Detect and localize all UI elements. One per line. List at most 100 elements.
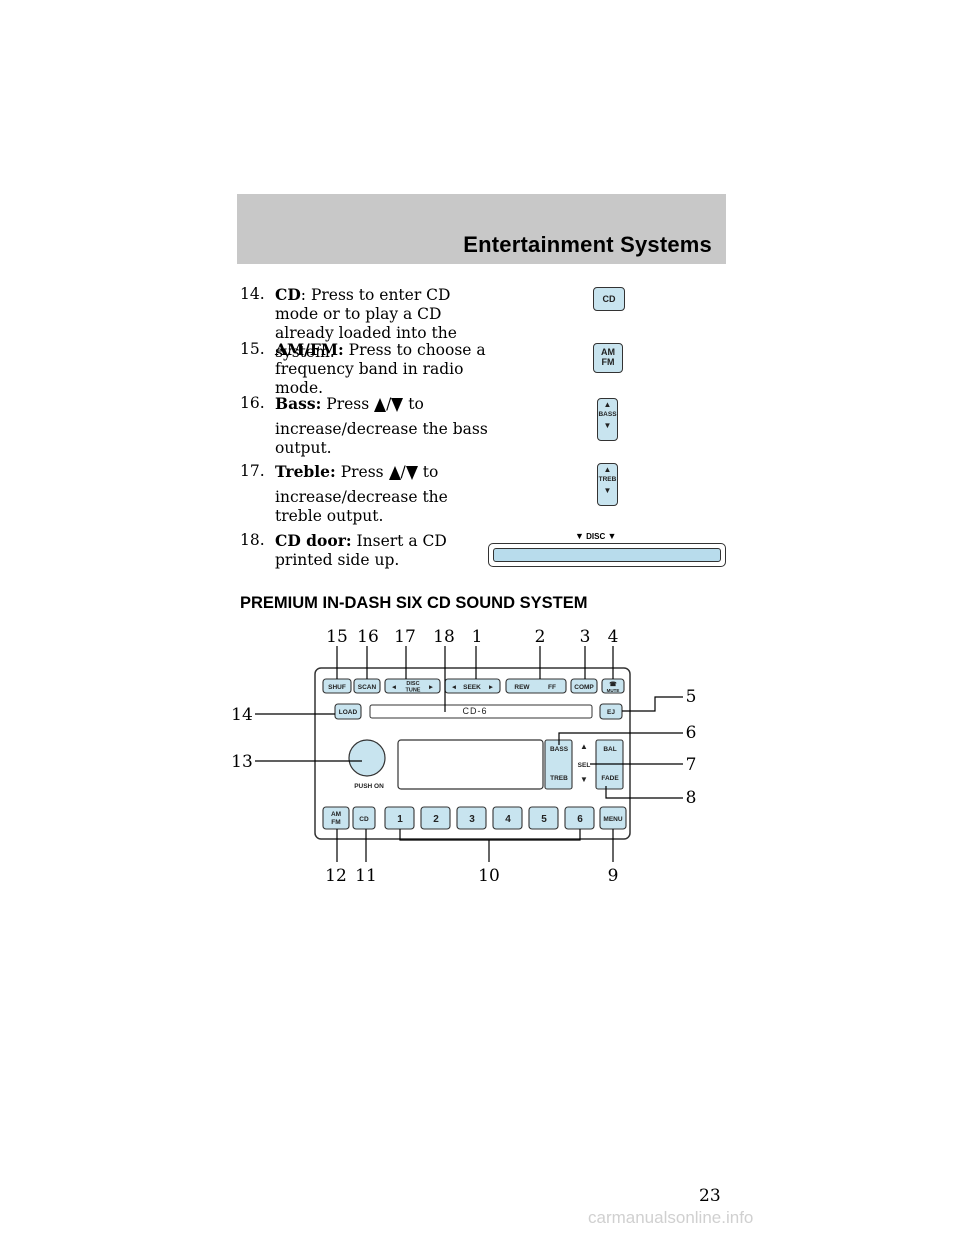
- item-text: increase/decrease the treble output.: [275, 488, 448, 525]
- svg-text:FM: FM: [331, 819, 340, 826]
- svg-text:SHUF: SHUF: [328, 684, 346, 691]
- callout-12: 12: [325, 866, 347, 886]
- item-18: 18. CD door: Insert a CD printed side up…: [240, 531, 490, 570]
- svg-text:►: ►: [428, 684, 434, 691]
- svg-text:FF: FF: [548, 684, 556, 691]
- svg-text:►: ►: [488, 684, 494, 691]
- item-label: CD door:: [275, 531, 352, 550]
- svg-text:4: 4: [505, 814, 511, 825]
- svg-text:SEEK: SEEK: [463, 684, 481, 691]
- radio-diagram: .bt { font-family:"Liberation Sans", san…: [231, 627, 697, 886]
- svg-text:LOAD: LOAD: [339, 709, 358, 716]
- watermark[interactable]: carmanualsonline.info: [588, 1208, 754, 1227]
- svg-text:▲: ▲: [580, 742, 588, 751]
- preset-5-button: [528, 806, 559, 830]
- section-title-header: Entertainment Systems: [463, 232, 712, 257]
- svg-text:DISC: DISC: [406, 681, 419, 687]
- callout-6: 6: [686, 723, 697, 743]
- comp-button: [570, 678, 598, 694]
- callout-14: 14: [231, 705, 253, 725]
- callout-2: 2: [535, 627, 546, 647]
- svg-text:EJ: EJ: [607, 709, 615, 716]
- item-number: 17.: [240, 462, 265, 480]
- item-16: 16. Bass: Press / to increase/decrease t…: [240, 394, 490, 458]
- callout-13: 13: [231, 752, 253, 772]
- cd-slot: [369, 704, 593, 719]
- item-text: increase/decrease the bass output.: [275, 420, 488, 457]
- callout-11: 11: [355, 866, 377, 886]
- callout-15: 15: [326, 627, 348, 647]
- item-number: 16.: [240, 394, 265, 412]
- svg-text:◄: ◄: [391, 684, 397, 691]
- svg-text:1: 1: [397, 814, 403, 825]
- svg-text:MUTE: MUTE: [607, 688, 620, 693]
- disc-label: ▼ DISC ▼: [575, 531, 617, 541]
- down-arrow-icon: [405, 466, 418, 480]
- svg-text:SCAN: SCAN: [358, 684, 377, 691]
- svg-text:PUSH ON: PUSH ON: [354, 783, 384, 790]
- callout-3: 3: [580, 627, 591, 647]
- bass-button-icon: ▲BASS▼: [597, 398, 618, 441]
- svg-text:SEL: SEL: [578, 762, 591, 769]
- svg-text:▼: ▼: [580, 775, 588, 784]
- callout-10: 10: [478, 866, 500, 886]
- up-arrow-icon: [374, 398, 387, 412]
- section-header: Entertainment Systems: [237, 194, 726, 264]
- svg-text:FADE: FADE: [601, 775, 619, 782]
- svg-text:2: 2: [433, 814, 439, 825]
- callout-9: 9: [608, 866, 619, 886]
- cd-mode-button: [352, 806, 376, 830]
- display-screen: [397, 739, 544, 790]
- svg-text:3: 3: [469, 814, 475, 825]
- svg-text:CD: CD: [359, 816, 369, 823]
- rew-ff-button: [505, 678, 567, 694]
- load-button: [334, 703, 362, 720]
- power-volume-knob: [348, 739, 386, 777]
- svg-text:◄: ◄: [451, 684, 457, 691]
- preset-3-button: [456, 806, 487, 830]
- svg-text:TUNE: TUNE: [406, 688, 421, 694]
- callout-17: 17: [394, 627, 416, 647]
- item-14: 14. CD: Press to enter CD mode or to pla…: [240, 285, 457, 361]
- svg-text:☎: ☎: [609, 681, 617, 688]
- callout-16: 16: [357, 627, 379, 647]
- cd-button-icon: CD: [593, 287, 625, 311]
- item-15: 15. AM/FM: Press to choose a frequency b…: [240, 340, 490, 398]
- section-title: PREMIUM IN-DASH SIX CD SOUND SYSTEM: [240, 594, 588, 612]
- callout-5: 5: [686, 687, 697, 707]
- svg-text:COMP: COMP: [574, 684, 594, 691]
- disc-tune-button: [384, 678, 441, 694]
- item-17: 17. Treble: Press / to increase/decrease…: [240, 462, 490, 526]
- item-number: 18.: [240, 531, 265, 549]
- item-text: Insert a CD printed side up.: [275, 532, 447, 569]
- svg-text:REW: REW: [514, 684, 530, 691]
- item-number: 14.: [240, 285, 265, 303]
- callout-4: 4: [608, 627, 619, 647]
- page-number: 23: [699, 1186, 721, 1206]
- svg-text:6: 6: [577, 814, 583, 825]
- item-label: AM/FM:: [275, 340, 344, 359]
- up-arrow-icon: [388, 466, 401, 480]
- preset-4-button: [492, 806, 523, 830]
- item-text: Press to choose a frequency band in radi…: [275, 341, 486, 397]
- item-label: Bass:: [275, 394, 322, 413]
- item-text: Press to enter CD mode or to play a CD a…: [275, 286, 457, 361]
- item-label: CD: [275, 285, 301, 304]
- down-arrow-icon: [391, 398, 404, 412]
- am-fm-button: [322, 806, 350, 830]
- svg-text:BAL: BAL: [603, 746, 616, 753]
- item-number: 15.: [240, 340, 265, 358]
- svg-text:BASS: BASS: [550, 746, 569, 753]
- callout-18: 18: [433, 627, 455, 647]
- callout-1: 1: [472, 627, 483, 647]
- svg-text:MENU: MENU: [603, 816, 622, 823]
- svg-text:TREB: TREB: [550, 775, 568, 782]
- callout-8: 8: [686, 788, 697, 808]
- preset-2-button: [420, 806, 451, 830]
- svg-text:CD-6: CD-6: [462, 706, 487, 716]
- treble-button-icon: ▲TREB▼: [597, 463, 618, 506]
- svg-text:5: 5: [541, 814, 547, 825]
- cd-slot: [493, 548, 721, 562]
- item-label: Treble:: [275, 462, 336, 481]
